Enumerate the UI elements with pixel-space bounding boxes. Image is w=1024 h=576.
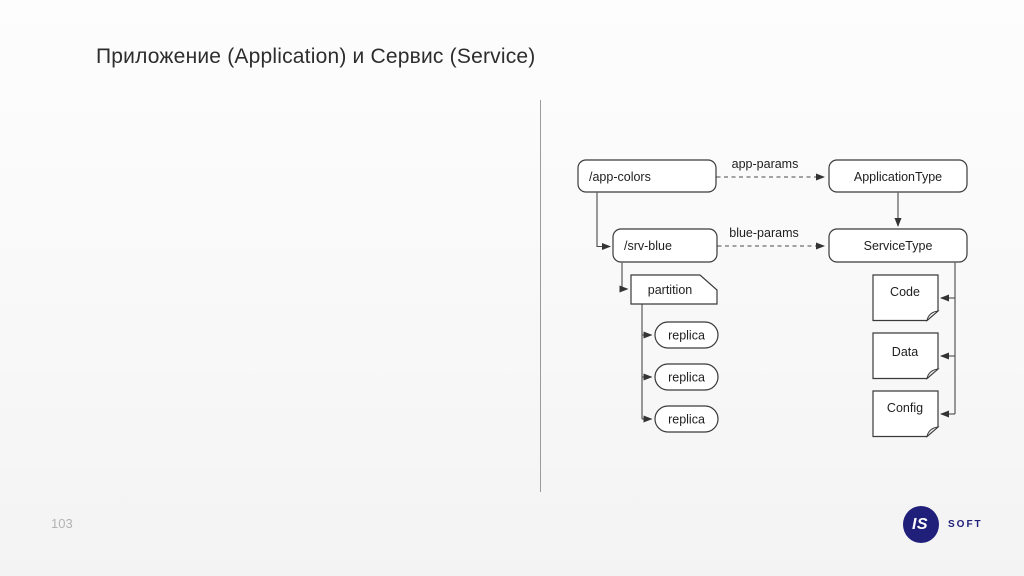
node-service-type-shape	[828, 228, 968, 263]
node-replica-2-label: replica	[668, 371, 705, 385]
node-replica-1-shape	[654, 321, 719, 349]
logo-monogram: IS	[911, 515, 929, 533]
node-config-label: Config	[887, 401, 923, 415]
node-app-colors-shape	[577, 159, 717, 193]
node-srv-blue-label: /srv-blue	[624, 239, 672, 253]
node-app-colors-label: /app-colors	[589, 170, 651, 184]
logo: IS SOFT	[903, 506, 983, 543]
node-code-label: Code	[890, 285, 920, 299]
node-data: Data	[872, 332, 940, 380]
logo-is-icon: IS	[903, 506, 939, 543]
node-service-type: ServiceType	[828, 228, 968, 263]
node-application-type: ApplicationType	[828, 159, 968, 193]
node-code: Code	[872, 274, 940, 322]
node-data-fold-icon	[926, 368, 940, 380]
page-number: 103	[51, 516, 73, 531]
node-replica-1-label: replica	[668, 329, 705, 343]
node-partition-shape	[630, 274, 718, 305]
logo-brand: SOFT	[948, 519, 983, 530]
node-srv-blue: /srv-blue	[612, 228, 718, 263]
node-data-label: Data	[892, 345, 918, 359]
node-application-type-shape	[828, 159, 968, 193]
node-partition-label: partition	[648, 283, 693, 297]
slide-title: Приложение (Application) и Сервис (Servi…	[96, 45, 536, 68]
diagram-edges	[596, 173, 956, 423]
node-config-fold-icon	[926, 426, 940, 438]
node-application-type-label: ApplicationType	[854, 170, 942, 184]
node-replica-3-shape	[654, 405, 719, 433]
edge-appcolors-srvblue	[596, 192, 611, 250]
node-replica-2-shape	[654, 363, 719, 391]
node-srv-blue-shape	[612, 228, 718, 263]
edge-label-blue-params: blue-params	[729, 226, 798, 240]
node-code-fold-icon	[926, 310, 940, 322]
edge-label-app-params: app-params	[732, 157, 799, 171]
node-config: Config	[872, 390, 940, 438]
node-service-type-label: ServiceType	[864, 239, 933, 253]
edge-srvblue-partition	[619, 262, 629, 293]
node-app-colors: /app-colors	[577, 159, 717, 193]
node-replica-2: replica	[654, 363, 719, 391]
node-replica-3-label: replica	[668, 413, 705, 427]
node-replica-1: replica	[654, 321, 719, 349]
node-partition: partition	[630, 274, 718, 305]
node-replica-3: replica	[654, 405, 719, 433]
